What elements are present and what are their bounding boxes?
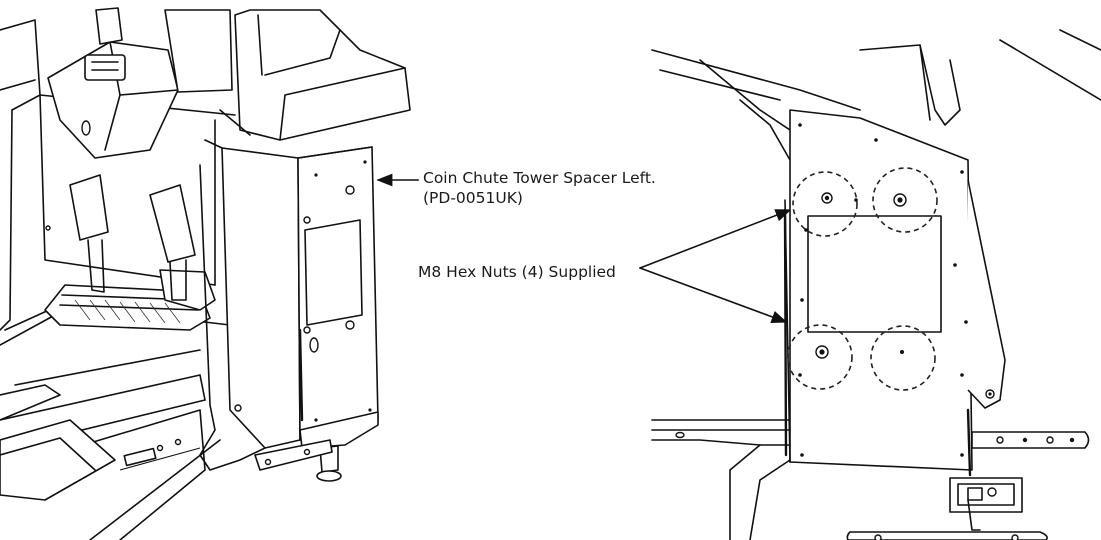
spacer-callout: Coin Chute Tower Spacer Left. (PD-0051UK… bbox=[376, 169, 656, 207]
nut-bottom-right bbox=[870, 325, 936, 391]
nut-bottom-left bbox=[787, 324, 853, 390]
spacer-label-line2: (PD-0051UK) bbox=[423, 189, 523, 207]
nut-top-right bbox=[854, 167, 938, 233]
right-view-spacer bbox=[651, 29, 1101, 540]
nut-top-left bbox=[792, 171, 858, 237]
spacer-label-line1: Coin Chute Tower Spacer Left. bbox=[423, 169, 656, 187]
nuts-callout: M8 Hex Nuts (4) Supplied bbox=[418, 209, 792, 324]
nuts-label: M8 Hex Nuts (4) Supplied bbox=[418, 263, 616, 281]
left-view-cabinet bbox=[0, 7, 411, 540]
